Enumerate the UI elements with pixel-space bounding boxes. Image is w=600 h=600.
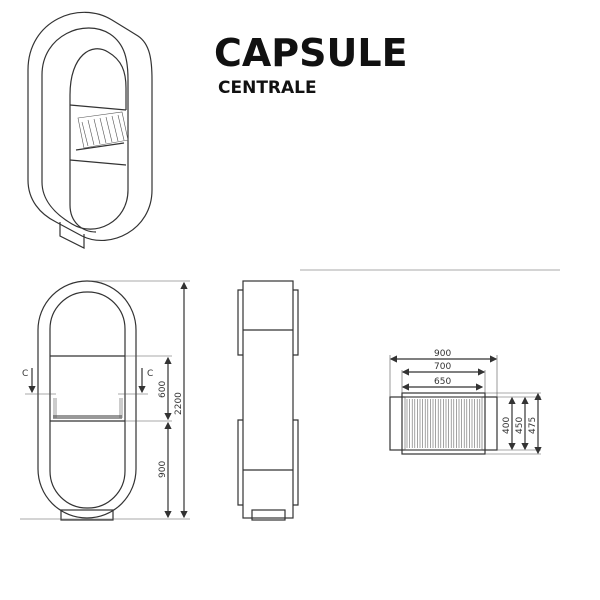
product-subtitle: CENTRALE (218, 78, 317, 98)
dim-outer-width: 900 (434, 349, 451, 359)
section-marker-right: C (147, 369, 153, 379)
section-marker-left: C (22, 369, 28, 379)
dim-inner-width: 650 (434, 377, 451, 387)
side-view (237, 269, 560, 521)
dim-base-height: 900 (158, 461, 168, 478)
dim-middle-width: 700 (434, 362, 451, 372)
dim-depth-inner: 400 (502, 417, 512, 434)
dim-total-height: 2200 (174, 392, 184, 415)
dim-opening-height: 600 (158, 381, 168, 398)
dim-depth-outer: 475 (528, 417, 538, 434)
front-view: C C 2200 600 900 (20, 280, 190, 521)
product-title: CAPSULE (214, 31, 408, 75)
dim-depth-middle: 450 (515, 417, 525, 434)
isometric-view (27, 11, 153, 249)
plan-view: 900 700 650 400 450 475 (389, 349, 542, 455)
